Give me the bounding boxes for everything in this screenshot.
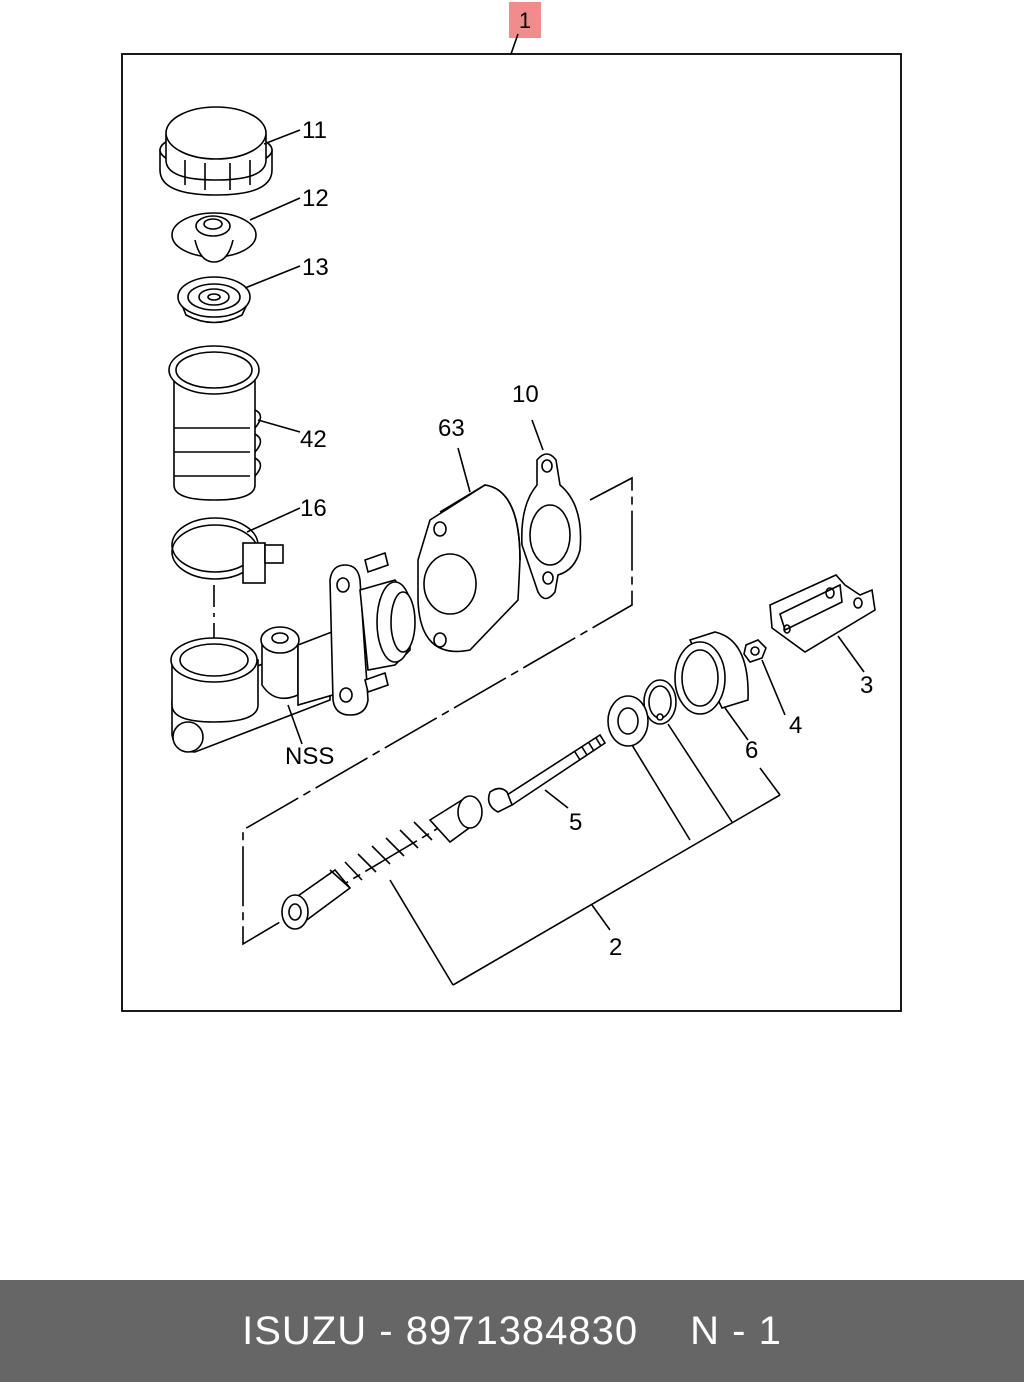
brand-name: ISUZU <box>242 1308 368 1353</box>
callout-2: 2 <box>609 934 622 961</box>
parts-diagram: 1 <box>121 2 902 1012</box>
callout-13: 13 <box>302 254 329 281</box>
diaphragm <box>171 212 257 263</box>
spacer-block <box>417 484 521 653</box>
part-footer: ISUZU - 8971384830 N - 1 <box>0 1280 1024 1382</box>
callout-3: 3 <box>860 672 873 699</box>
footer-separator: - <box>379 1308 394 1353</box>
callout-16: 16 <box>300 495 327 522</box>
callout-nss: NSS <box>285 743 334 770</box>
clevis <box>769 574 876 653</box>
part-note: N - 1 <box>690 1308 782 1353</box>
callout-42: 42 <box>300 426 327 453</box>
reservoir-cap <box>159 106 273 196</box>
part-number: 8971384830 <box>405 1308 639 1353</box>
callout-11: 11 <box>302 117 327 144</box>
callout-6: 6 <box>745 737 758 764</box>
callout-63: 63 <box>438 415 465 442</box>
hose-clamp <box>171 517 284 584</box>
diagram-frame <box>121 53 902 1012</box>
callout-4: 4 <box>789 712 802 739</box>
push-rod <box>487 733 607 813</box>
callout-12: 12 <box>302 185 329 212</box>
gasket <box>520 453 582 600</box>
callout-5: 5 <box>569 809 582 836</box>
assembly-number-label: 1 <box>519 8 531 33</box>
lock-nut <box>743 639 767 663</box>
piston-spring <box>281 795 483 930</box>
callout-10: 10 <box>512 381 539 408</box>
stopper-washer <box>607 695 649 747</box>
dust-boot <box>674 631 749 715</box>
assembly-number-tag <box>509 2 541 38</box>
reservoir-body <box>168 345 262 501</box>
master-cylinder-body <box>170 551 416 753</box>
snap-ring <box>643 679 677 725</box>
reservoir-filter <box>177 276 251 324</box>
